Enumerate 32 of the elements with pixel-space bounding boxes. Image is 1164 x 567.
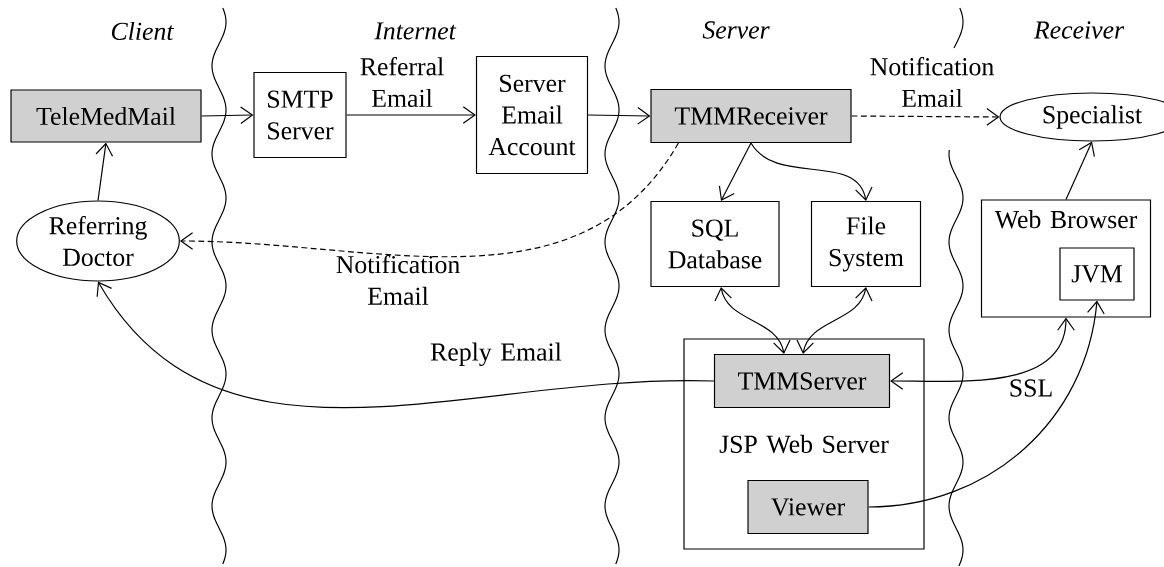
lane-label: Internet	[374, 22, 457, 40]
component-box: TMMServer	[713, 353, 891, 409]
arrow	[95, 142, 114, 201]
edge-label: Reply Email	[430, 342, 562, 367]
arrow	[179, 142, 679, 257]
arrow	[201, 106, 254, 125]
process-box: SQL Database	[650, 200, 780, 288]
arrow	[714, 287, 791, 354]
edge-label: SSL	[1010, 379, 1052, 397]
arrow	[96, 281, 715, 409]
lane-label: Server	[702, 21, 770, 39]
arrow	[851, 108, 1000, 126]
process-box: Server Email Account	[475, 55, 589, 175]
process-box: JVM	[1059, 247, 1135, 301]
arrow	[1065, 141, 1095, 200]
component-box: Viewer	[747, 479, 869, 535]
edge-label: Referral Email	[360, 57, 444, 108]
lane-label: Client	[111, 21, 175, 41]
edge-label: Notification Email	[870, 57, 994, 108]
arrow	[587, 106, 651, 125]
arrow	[890, 317, 1075, 390]
edge-label: Notification Email	[336, 254, 460, 305]
arrow	[796, 287, 873, 354]
lane-label: Receiver	[1033, 21, 1125, 39]
arrow	[868, 300, 1105, 508]
process-box: File System	[810, 200, 922, 288]
arrow	[750, 142, 873, 201]
process-box: SMTP Server	[253, 71, 347, 159]
arrow	[346, 106, 476, 124]
component-box: TMMReceiver	[650, 88, 852, 144]
component-box: TeleMedMail	[10, 89, 202, 143]
arrow	[718, 142, 752, 201]
